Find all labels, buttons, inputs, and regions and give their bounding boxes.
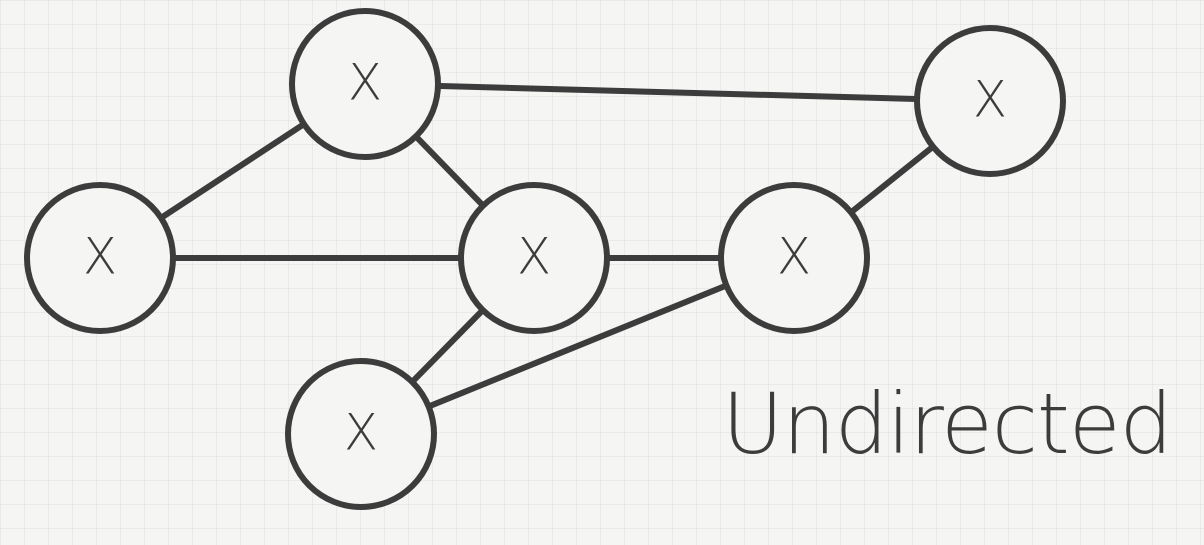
edge-bottom-center-right: [359, 255, 796, 437]
node-label: X: [973, 71, 1007, 129]
diagram-caption: Undirected: [722, 375, 1173, 473]
node-label: X: [777, 228, 811, 286]
node-circle: [24, 182, 176, 334]
node-label: X: [348, 54, 382, 112]
node-center-right: X: [718, 182, 870, 334]
node-top: X: [289, 8, 441, 160]
node-label: X: [83, 228, 117, 286]
node-center: X: [458, 182, 610, 334]
node-right-top: X: [914, 25, 1066, 177]
node-circle: [289, 8, 441, 160]
node-bottom: X: [285, 358, 437, 510]
node-label: X: [517, 228, 551, 286]
edge-top-right-top: [364, 81, 991, 104]
node-left: X: [24, 182, 176, 334]
node-circle: [458, 182, 610, 334]
node-circle: [914, 25, 1066, 177]
node-label: X: [344, 404, 378, 462]
node-circle: [285, 358, 437, 510]
nodes-layer: X X X X X X: [24, 8, 1066, 510]
node-circle: [718, 182, 870, 334]
